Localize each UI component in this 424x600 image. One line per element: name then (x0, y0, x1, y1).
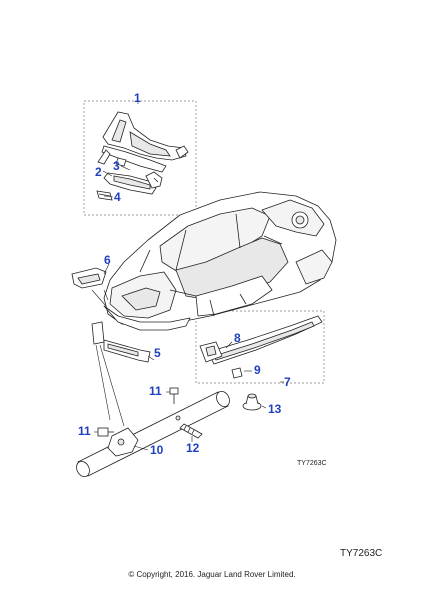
bracket-part-5 (91, 321, 151, 363)
callout-2: 2 (95, 165, 102, 179)
reference-code: TY7263C (340, 548, 383, 559)
callout-13: 13 (268, 402, 282, 416)
callout-7: 7 (284, 375, 291, 389)
callout-11-lower: 11 (78, 424, 91, 438)
callout-8: 8 (234, 331, 241, 345)
bolt-part-11-lower (97, 427, 114, 437)
callout-11-upper: 11 (149, 384, 162, 398)
callout-9: 9 (254, 363, 261, 377)
bolt-part-11-upper (169, 387, 179, 404)
crossmember-bar-part (103, 171, 163, 195)
callout-4: 4 (114, 190, 121, 204)
callout-10: 10 (150, 443, 164, 457)
mount-part-13 (242, 393, 262, 411)
copyright-notice: © Copyright, 2016. Jaguar Land Rover Lim… (128, 570, 296, 579)
sill-assembly (199, 315, 323, 379)
car-body-shell (103, 191, 337, 331)
bracket-part-4 (96, 190, 113, 201)
callout-12: 12 (186, 441, 200, 455)
figure-code: TY7263C (297, 460, 327, 467)
leader-lines (91, 101, 284, 451)
front-crossmember-assembly (97, 111, 189, 173)
callout-5: 5 (154, 346, 161, 360)
callout-6: 6 (104, 253, 111, 267)
callout-1: 1 (134, 91, 141, 105)
stud-part-12 (179, 423, 203, 439)
group-box-front-crossmember (83, 100, 197, 216)
bracket-part-6 (71, 267, 107, 289)
group-box-sill-assembly (195, 310, 325, 384)
crossbeam-tube-part-10 (76, 390, 230, 478)
callout-3: 3 (113, 159, 120, 173)
